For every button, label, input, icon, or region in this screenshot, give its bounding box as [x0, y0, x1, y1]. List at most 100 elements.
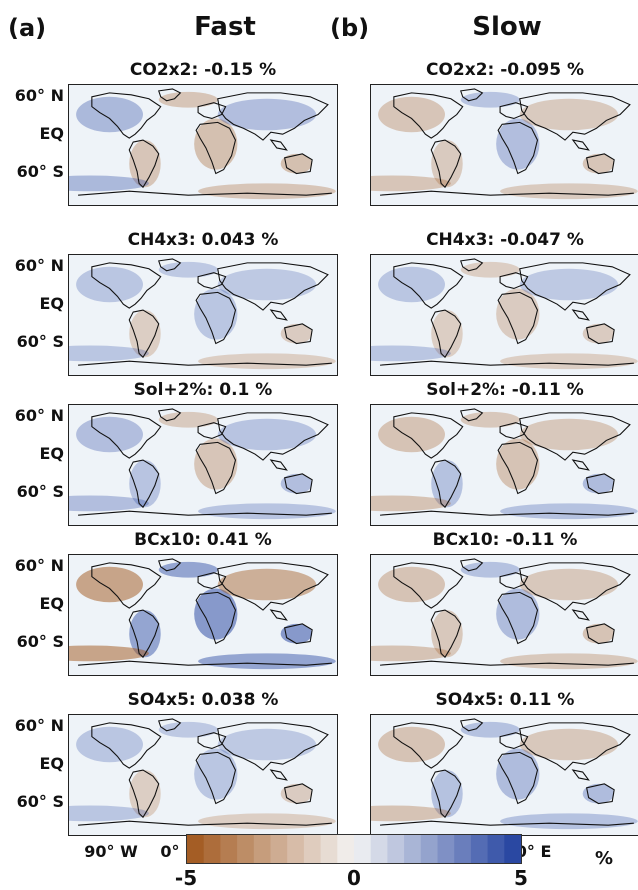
map-title-slow-bc: BCx10: -0.11 %	[432, 530, 578, 550]
panel-b-letter: (b)	[330, 14, 370, 42]
coastline	[571, 459, 590, 471]
coastline	[499, 422, 529, 440]
coastline	[586, 473, 615, 495]
coastline	[586, 323, 615, 345]
map-field-fast-sol	[69, 408, 336, 520]
coastline	[497, 591, 539, 645]
anomaly-region	[460, 561, 520, 578]
lat-label: 60° N	[14, 716, 64, 735]
coastline	[217, 92, 329, 141]
lat-label: 60° S	[16, 332, 64, 351]
map-title-fast-ch4: CH4x3: 0.043 %	[127, 230, 279, 250]
anomaly-region	[129, 610, 161, 658]
coastline	[284, 323, 313, 345]
colorbar-segment	[387, 835, 405, 863]
colorbar-segment	[287, 835, 305, 863]
anomaly-region	[194, 588, 238, 640]
coastline	[497, 291, 539, 345]
anomaly-region	[76, 416, 143, 453]
colorbar-max-label: 5	[514, 866, 528, 890]
coastline	[460, 718, 484, 732]
anomaly-region	[371, 805, 451, 822]
coastline	[586, 783, 615, 805]
lat-label: 60° N	[14, 86, 64, 105]
coastline	[460, 558, 484, 572]
coastline	[571, 139, 590, 151]
coastline	[195, 591, 237, 645]
colorbar-segment	[337, 835, 355, 863]
anomaly-region	[460, 721, 520, 738]
coastline	[91, 562, 162, 609]
coastline	[78, 660, 332, 666]
coastline	[284, 473, 313, 495]
coastline	[158, 558, 182, 572]
anomaly-region	[496, 588, 540, 640]
map-field-slow-co2	[371, 88, 638, 200]
coastline	[128, 139, 160, 189]
coastline	[499, 572, 529, 590]
anomaly-region	[460, 91, 520, 108]
anomaly-region	[158, 721, 218, 738]
map-title-slow-sol: Sol+2%: -0.11 %	[426, 380, 584, 400]
anomaly-region	[431, 770, 463, 818]
coastline	[269, 139, 288, 151]
map-field-fast-so4	[69, 718, 336, 830]
coastline	[91, 92, 162, 139]
anomaly-region	[69, 495, 149, 512]
anomaly-region	[496, 118, 540, 170]
colorbar-segment	[504, 835, 522, 863]
anomaly-region	[129, 770, 161, 818]
anomaly-region	[496, 438, 540, 490]
map-title-slow-so4: SO4x5: 0.11 %	[435, 690, 575, 710]
anomaly-region	[500, 653, 638, 670]
map-title-fast-co2: CO2x2: -0.15 %	[129, 60, 277, 80]
colorbar-segment	[487, 835, 505, 863]
anomaly-region	[76, 566, 143, 603]
lat-label: 60° S	[16, 162, 64, 181]
coastline	[380, 660, 634, 666]
anomaly-region	[431, 310, 463, 358]
coastline	[217, 562, 329, 611]
anomaly-region	[217, 568, 317, 601]
map-fast-co2	[68, 84, 338, 206]
anomaly-region	[69, 645, 149, 662]
colorbar-segment	[187, 835, 205, 863]
anomaly-region	[198, 353, 336, 370]
anomaly-region	[519, 728, 619, 761]
coastline	[430, 459, 462, 509]
anomaly-region	[431, 460, 463, 508]
anomaly-region	[69, 805, 149, 822]
anomaly-region	[496, 748, 540, 800]
anomaly-region	[194, 118, 238, 170]
anomaly-region	[371, 645, 451, 662]
coastline	[284, 623, 313, 645]
colorbar-segment	[203, 835, 221, 863]
coastline	[269, 309, 288, 321]
anomaly-region	[217, 418, 317, 451]
anomaly-region	[158, 561, 218, 578]
anomaly-region	[378, 726, 445, 763]
map-field-fast-co2	[69, 88, 336, 200]
colorbar-segment	[354, 835, 372, 863]
coastline	[197, 272, 227, 290]
anomaly-region	[217, 268, 317, 301]
coastline	[158, 88, 182, 102]
lat-label: 60° N	[14, 406, 64, 425]
coastline	[158, 258, 182, 272]
colorbar-segment	[253, 835, 271, 863]
coastline	[430, 309, 462, 359]
coastline	[380, 190, 634, 196]
map-fast-bc	[68, 554, 338, 676]
lat-label: EQ	[39, 294, 64, 313]
lat-label: 60° N	[14, 556, 64, 575]
colorbar-segment	[420, 835, 438, 863]
anomaly-region	[378, 96, 445, 133]
anomaly-region	[500, 813, 638, 830]
colorbar-segment	[303, 835, 322, 863]
map-fast-ch4	[68, 254, 338, 376]
coastline	[380, 820, 634, 826]
coastline	[284, 153, 313, 175]
coastline	[430, 139, 462, 189]
coastline	[195, 441, 237, 495]
coastline	[519, 262, 631, 311]
